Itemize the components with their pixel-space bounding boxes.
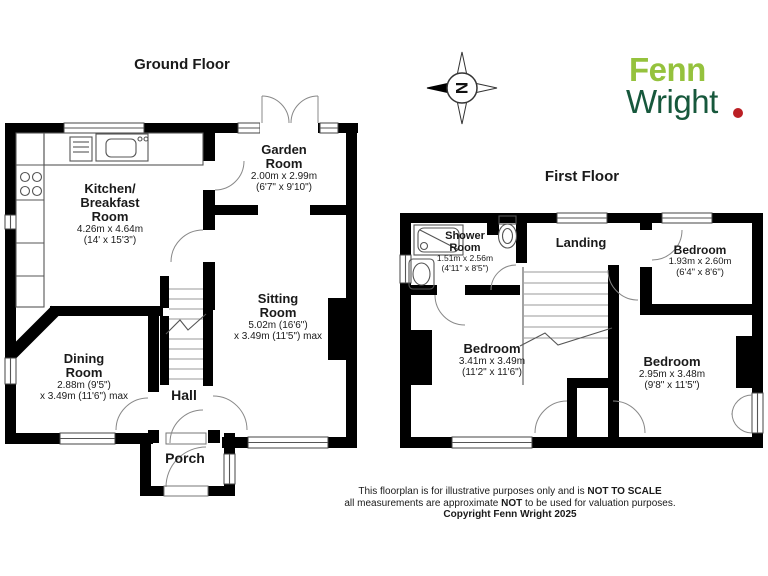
disclaimer-line-3: Copyright Fenn Wright 2025	[443, 509, 577, 520]
room-label-sitting-room: Sitting Room 5.02m (16'6") x 3.49m (11'5…	[233, 291, 323, 343]
room-label-hall: Hall	[171, 387, 197, 403]
compass-icon: N	[426, 51, 498, 125]
ground-floor-title: Ground Floor	[134, 56, 230, 73]
compass-north-letter: N	[452, 82, 471, 94]
shower-room-window	[399, 254, 412, 284]
room-label-bedroom-left: Bedroom 3.41m x 3.49m (11'2" x 11'6")	[458, 341, 526, 379]
kitchen-window	[63, 122, 145, 134]
bedroom-bottom-right-door	[607, 269, 639, 301]
porch-side-window	[223, 453, 236, 485]
kitchen-fixtures-icon	[15, 132, 204, 308]
first-floor-doors	[434, 229, 753, 434]
dining-side-window	[4, 357, 17, 385]
brand-logo-fenn: Fenn	[629, 51, 706, 88]
sitting-chimney-breast	[328, 298, 347, 360]
hall-dining-door	[115, 397, 149, 431]
disclaimer-line-2: all measurements are approximate NOT to …	[344, 497, 676, 509]
first-floor-windows	[399, 212, 764, 449]
landing-window	[556, 212, 608, 224]
room-label-porch: Porch	[165, 450, 205, 466]
hall-sitting-door	[212, 395, 248, 431]
hall-porch-door	[165, 409, 207, 445]
bedroom-left-cupboard-door	[534, 400, 568, 434]
basin-icon	[408, 258, 435, 290]
french-doors	[260, 95, 319, 134]
room-label-dining-room: Dining Room 2.88m (9'5") x 3.49m (11'6")…	[39, 351, 129, 403]
disclaimer: This floorplan is for illustrative purpo…	[310, 486, 710, 521]
front-door	[163, 446, 209, 497]
dining-bottom-window	[59, 432, 116, 445]
ground-floor-windows	[4, 122, 339, 485]
room-label-garden-room: Garden Room 2.00m x 2.99m (6'7" x 9'10")	[250, 142, 318, 194]
bedroom-top-right-door	[651, 229, 683, 261]
bedroom-right-chimney-breast	[736, 336, 753, 388]
kitchen-sitting-door	[170, 229, 204, 263]
garden-room-window-right	[319, 122, 339, 134]
garden-room-window-left	[237, 122, 261, 134]
first-floor-title: First Floor	[544, 168, 620, 185]
bedroom-left-door	[434, 294, 466, 326]
dining-diagonal-wall	[5, 305, 61, 361]
room-label-kitchen: Kitchen/ Breakfast Room 4.26m x 4.64m (1…	[76, 181, 144, 247]
bedroom-right-window	[751, 392, 764, 434]
shower-tray-icon	[413, 224, 464, 256]
hob-icon	[19, 171, 43, 197]
bedroom-left-chimney-breast	[411, 330, 432, 385]
sitting-bottom-window	[247, 436, 329, 449]
bedroom-top-right-window	[661, 212, 713, 224]
room-label-bedroom-bottom-right: Bedroom 2.95m x 3.48m (9'8" x 11'5")	[638, 354, 706, 392]
bedroom-left-bottom-window	[451, 436, 533, 449]
brand-logo-wright: Wright	[626, 83, 718, 120]
staircase-first-icon	[519, 267, 613, 385]
kitchen-side-window	[4, 214, 17, 230]
sink-icon	[95, 133, 149, 162]
disclaimer-line-1: This floorplan is for illustrative purpo…	[358, 486, 662, 497]
staircase-ground-icon	[165, 288, 207, 380]
shower-room-door	[490, 264, 517, 291]
casement-arc-bottom	[731, 412, 753, 434]
room-label-bedroom-top-right: Bedroom 1.93m x 2.60m (6'4" x 8'6")	[668, 243, 732, 278]
toilet-icon	[497, 215, 518, 249]
dishwasher-icon	[69, 136, 93, 162]
ground-floor-doors	[115, 95, 319, 497]
room-label-shower-room: Shower Room 1.51m x 2.56m (4'11" x 8'5")	[436, 230, 494, 273]
bedroom-right-cupboard-door	[612, 400, 646, 434]
room-label-landing: Landing	[555, 235, 607, 250]
casement-arc-top	[731, 394, 753, 416]
bathroom-fixtures	[408, 215, 518, 290]
kitchen-garden-door	[214, 160, 245, 191]
brand-logo-dot-icon	[733, 108, 743, 118]
